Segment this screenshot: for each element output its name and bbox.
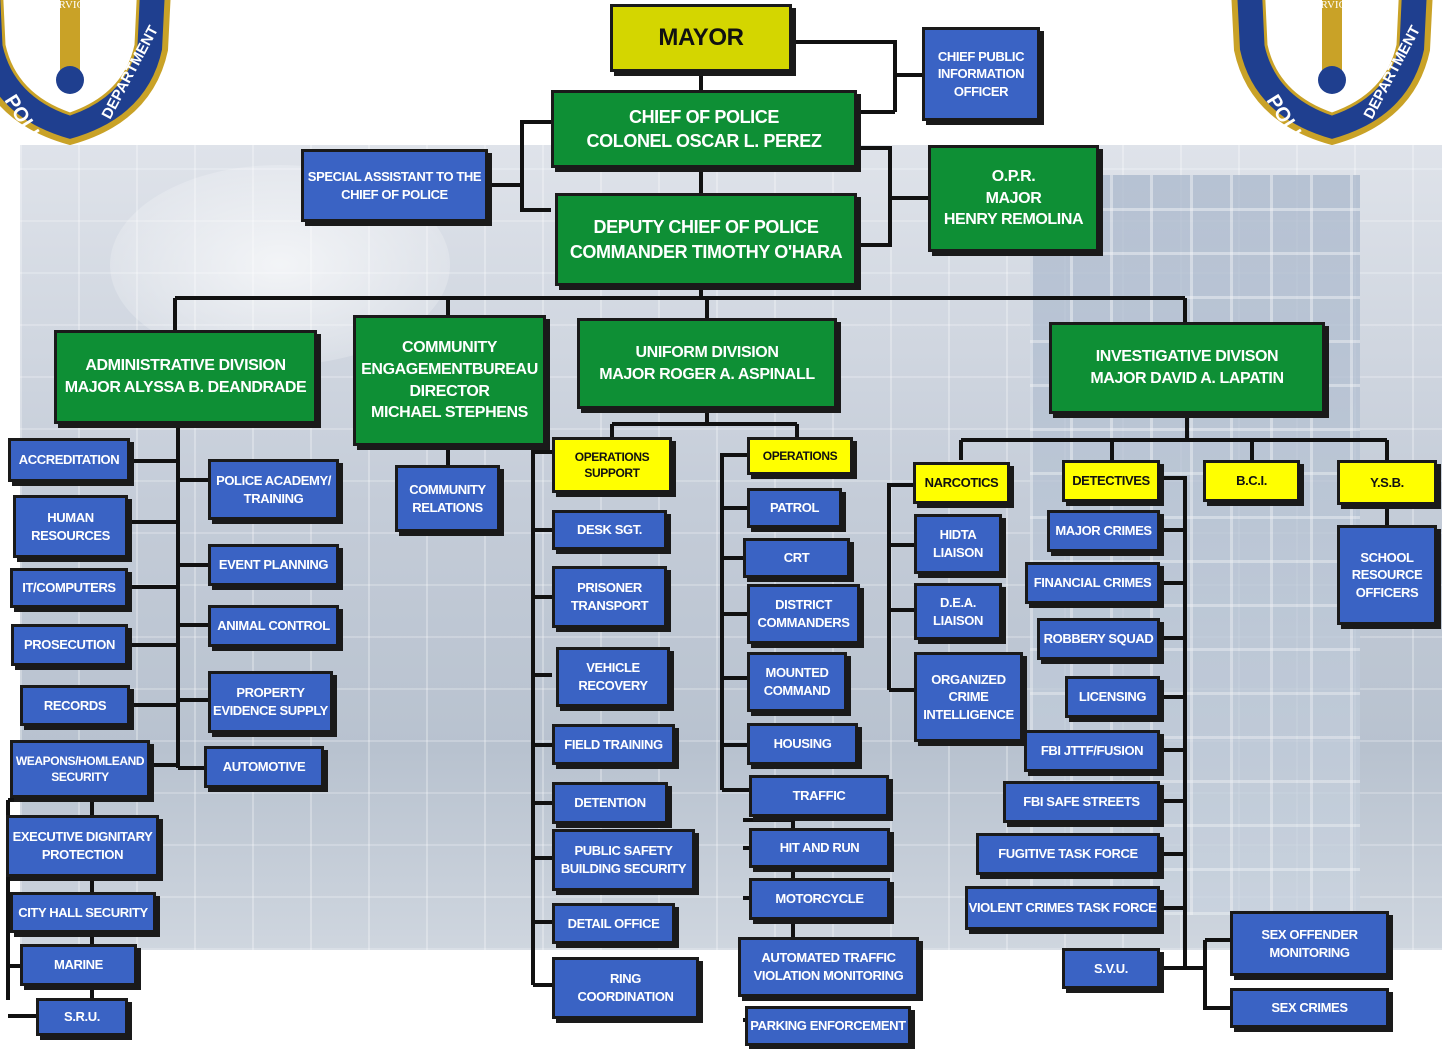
operations-unit: MOUNTED COMMAND bbox=[747, 652, 847, 712]
operations-header: OPERATIONS bbox=[747, 437, 853, 475]
ops-support-unit: DETAIL OFFICE bbox=[552, 903, 675, 944]
opr-name: HENRY REMOLINA bbox=[943, 211, 1084, 229]
operations-unit: CRT bbox=[743, 538, 850, 578]
detectives-header: DETECTIVES bbox=[1062, 460, 1160, 502]
investigative-division-box: INVESTIGATIVE DIVISON MAJOR DAVID A. LAP… bbox=[1049, 322, 1325, 414]
svu-unit: SEX CRIMES bbox=[1230, 988, 1389, 1028]
detectives-unit: LICENSING bbox=[1065, 676, 1160, 718]
deputy-chief-box: DEPUTY CHIEF OF POLICE COMMANDER TIMOTHY… bbox=[555, 193, 857, 286]
admin-unit: HUMAN RESOURCES bbox=[13, 495, 128, 558]
uniform-division-box: UNIFORM DIVISION MAJOR ROGER A. ASPINALL bbox=[577, 318, 837, 409]
operations-unit: TRAFFIC bbox=[749, 775, 889, 817]
uniform-div-title: UNIFORM DIVISION bbox=[635, 343, 779, 361]
detectives-unit: ROBBERY SQUAD bbox=[1037, 618, 1160, 660]
admin-unit: CITY HALL SECURITY bbox=[10, 892, 156, 933]
admin-unit: IT/COMPUTERS bbox=[10, 568, 128, 608]
admin-unit: MARINE bbox=[20, 944, 137, 986]
admin-div-head: MAJOR ALYSSA B. DEANDRADE bbox=[64, 379, 307, 396]
ysb-unit: SCHOOL RESOURCE OFFICERS bbox=[1337, 525, 1437, 625]
detectives-unit: VIOLENT CRIMES TASK FORCE bbox=[965, 886, 1160, 930]
ops-support-unit: DESK SGT. bbox=[552, 510, 667, 550]
operations-unit: PATROL bbox=[747, 488, 842, 528]
police-badge-left: SEMPERVIGILANS POLICE DEPARTMENT bbox=[0, 0, 171, 145]
ops-support-unit: DETENTION bbox=[552, 782, 668, 824]
operations-unit: HIT AND RUN bbox=[749, 828, 890, 868]
ysb-header: Y.S.B. bbox=[1337, 460, 1437, 505]
investigative-div-head: MAJOR DAVID A. LAPATIN bbox=[1090, 370, 1284, 387]
detectives-unit: FUGITIVE TASK FORCE bbox=[976, 833, 1160, 875]
chief-title: CHIEF OF POLICE bbox=[628, 106, 779, 127]
narcotics-header: NARCOTICS bbox=[913, 462, 1010, 504]
operations-unit: DISTRICT COMMANDERS bbox=[747, 584, 860, 644]
admin-div-title: ADMINISTRATIVE DIVISION bbox=[85, 357, 286, 375]
admin-unit: ANIMAL CONTROL bbox=[208, 605, 339, 647]
admin-unit: PROSECUTION bbox=[11, 624, 128, 666]
special-assistant-box: SPECIAL ASSISTANT TO THE CHIEF OF POLICE bbox=[301, 149, 488, 222]
narcotics-unit: ORGANIZED CRIME INTELLIGENCE bbox=[914, 652, 1023, 742]
opr-box: O.P.R. MAJOR HENRY REMOLINA bbox=[928, 145, 1099, 252]
investigative-div-title: INVESTIGATIVE DIVISON bbox=[1095, 348, 1279, 366]
narcotics-unit: HIDTA LIAISON bbox=[914, 514, 1002, 574]
ops-support-unit: PUBLIC SAFETY BUILDING SECURITY bbox=[552, 829, 695, 891]
opr-rank: MAJOR bbox=[985, 189, 1042, 207]
ops-support-unit: RING COORDINATION bbox=[552, 957, 699, 1019]
svu-unit: SEX OFFENDER MONITORING bbox=[1230, 911, 1389, 976]
admin-unit: PROPERTY EVIDENCE SUPPLY bbox=[208, 671, 333, 733]
admin-unit: AUTOMOTIVE bbox=[204, 746, 324, 788]
mayor-box: MAYOR bbox=[610, 4, 792, 72]
chief-pio-box: CHIEF PUBLIC INFORMATION OFFICER bbox=[922, 27, 1040, 121]
operations-unit: PARKING ENFORCEMENT bbox=[745, 1006, 911, 1046]
admin-unit: EXECUTIVE DIGNITARY PROTECTION bbox=[6, 815, 159, 877]
admin-unit: RECORDS bbox=[20, 685, 130, 726]
detectives-unit: FBI SAFE STREETS bbox=[1003, 781, 1160, 823]
admin-unit: WEAPONS/HOMLEAND SECURITY bbox=[10, 740, 150, 798]
admin-unit: EVENT PLANNING bbox=[208, 544, 339, 586]
admin-unit: POLICE ACADEMY/ TRAINING bbox=[208, 459, 339, 520]
operations-unit: AUTOMATED TRAFFIC VIOLATION MONITORING bbox=[738, 937, 919, 997]
detectives-unit: MAJOR CRIMES bbox=[1047, 510, 1160, 552]
uniform-div-head: MAJOR ROGER A. ASPINALL bbox=[599, 365, 815, 383]
detectives-unit: FBI JTTF/FUSION bbox=[1024, 730, 1160, 772]
operations-unit: MOTORCYCLE bbox=[749, 878, 890, 920]
detectives-unit: S.V.U. bbox=[1062, 948, 1160, 989]
police-badge-right: SEMPERVIGILANS POLICE DEPARTMENT bbox=[1231, 0, 1433, 145]
chief-of-police-box: CHIEF OF POLICE COLONEL OSCAR L. PEREZ bbox=[551, 90, 857, 168]
ops-support-unit: PRISONER TRANSPORT bbox=[552, 566, 667, 628]
community-engagement-box: COMMUNITY ENGAGEMENTBUREAU DIRECTOR MICH… bbox=[353, 315, 546, 446]
bci-header: B.C.I. bbox=[1203, 460, 1300, 502]
badge-motto: SEMPERVIGILANS bbox=[23, 0, 117, 11]
admin-unit: ACCREDITATION bbox=[8, 438, 130, 482]
deputy-name: COMMANDER TIMOTHY O'HARA bbox=[569, 241, 843, 262]
opr-title: O.P.R. bbox=[991, 168, 1036, 186]
narcotics-unit: D.E.A. LIAISON bbox=[914, 583, 1002, 640]
operations-unit: HOUSING bbox=[747, 723, 858, 765]
operations-support-header: OPERATIONS SUPPORT bbox=[552, 437, 672, 493]
administrative-division-box: ADMINISTRATIVE DIVISION MAJOR ALYSSA B. … bbox=[54, 330, 317, 424]
chief-name: COLONEL OSCAR L. PEREZ bbox=[586, 131, 822, 151]
detectives-unit: FINANCIAL CRIMES bbox=[1025, 562, 1160, 604]
ops-support-unit: VEHICLE RECOVERY bbox=[556, 647, 670, 707]
ops-support-unit: FIELD TRAINING bbox=[552, 724, 675, 765]
badge-motto: SEMPERVIGILANS bbox=[1285, 0, 1379, 11]
admin-unit: S.R.U. bbox=[36, 998, 128, 1036]
community-relations-box: COMMUNITY RELATIONS bbox=[395, 465, 500, 532]
deputy-title: DEPUTY CHIEF OF POLICE bbox=[593, 217, 819, 238]
